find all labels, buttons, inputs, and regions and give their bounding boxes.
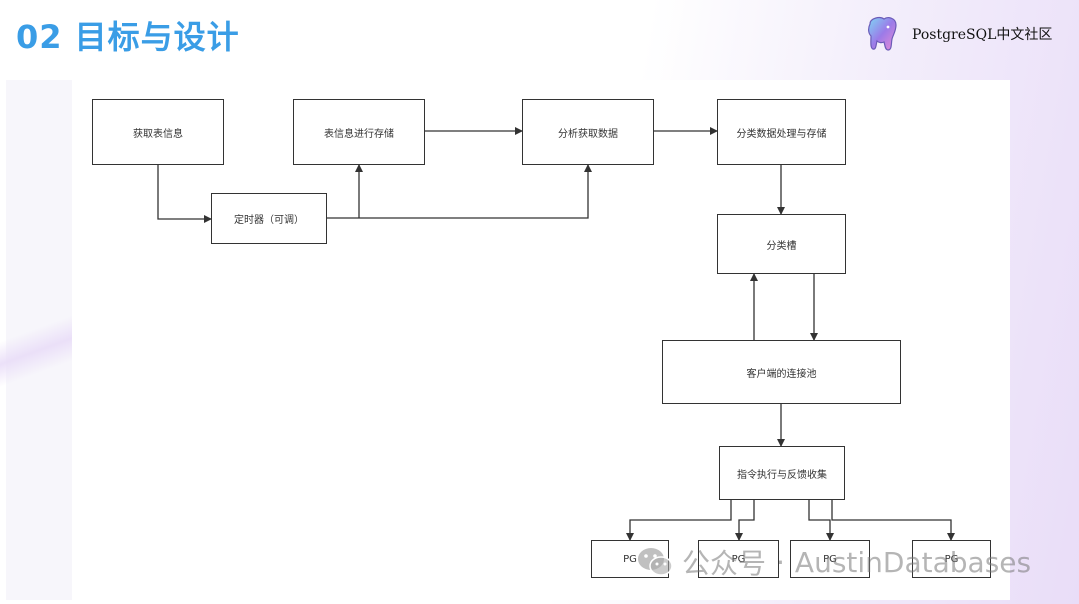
node-get-table-info: 获取表信息 <box>92 99 224 165</box>
page-title: 02 目标与设计 <box>16 18 240 56</box>
node-analyze-data: 分析获取数据 <box>522 99 654 165</box>
watermark: 公众号 · AustinDatabases <box>636 540 1031 584</box>
watermark-account: AustinDatabases <box>794 545 1032 579</box>
edge-exec-to-pg2 <box>735 500 755 541</box>
edge-info-to-timer <box>157 165 212 223</box>
node-timer: 定时器（可调） <box>211 193 327 244</box>
node-pg-4: PG <box>912 540 991 578</box>
watermark-separator: · <box>776 545 785 579</box>
edge-exec-to-pg4 <box>831 500 955 541</box>
node-pg-2: PG <box>698 540 779 578</box>
watermark-label: 公众号 <box>682 547 767 580</box>
brand-name: PostgreSQL中文社区 <box>912 27 1053 43</box>
wechat-icon <box>638 548 673 576</box>
node-store-table-info: 表信息进行存储 <box>293 99 425 165</box>
edge-exec-to-pg1 <box>626 500 732 541</box>
brand: PostgreSQL中文社区 <box>862 12 1052 56</box>
node-classify-slot: 分类槽 <box>717 214 846 274</box>
node-pg-3: PG <box>790 540 870 578</box>
edge-exec-to-pg3 <box>808 500 834 541</box>
postgresql-elephant-icon <box>868 17 897 51</box>
node-classify-store: 分类数据处理与存储 <box>717 99 846 165</box>
edge-timer-to-analyze <box>327 164 592 219</box>
decorative-stripe <box>0 250 80 450</box>
node-client-pool: 客户端的连接池 <box>662 340 901 404</box>
node-exec-feedback: 指令执行与反馈收集 <box>719 446 845 500</box>
